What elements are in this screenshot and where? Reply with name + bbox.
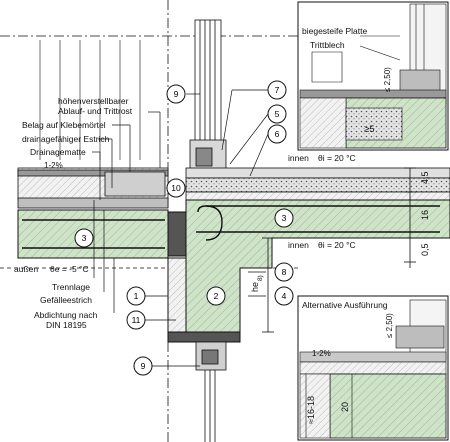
- svg-text:5: 5: [275, 109, 280, 119]
- inset-bottom-title: Alternative Ausführung: [302, 300, 388, 310]
- inset-bottom-dim16: ≈16-18: [306, 396, 316, 424]
- callouts: 9 7 5 6 10 3 3 2 8 4 1 11 9: [74, 80, 294, 376]
- svg-text:9: 9: [141, 361, 146, 371]
- interior-floor: [185, 167, 450, 201]
- label-ablauf-1: höhenverstellbarer: [58, 96, 129, 106]
- callout-6: 6: [267, 124, 287, 144]
- balcony-slab: [17, 209, 169, 259]
- inset-bottom-dim50: ≤ 2,50): [385, 313, 394, 338]
- callout-3-left: 3: [74, 228, 94, 248]
- svg-text:1: 1: [134, 291, 139, 301]
- label-abdichtung-1: Abdichtung nach: [34, 310, 98, 320]
- svg-text:9: 9: [174, 89, 179, 99]
- beam-insulation: [167, 257, 187, 337]
- label-innen-bottom: innen: [288, 240, 309, 250]
- svg-text:6: 6: [275, 129, 280, 139]
- beam-insulation-bottom: [167, 331, 241, 343]
- facade-glazing-upper: [189, 19, 227, 171]
- svg-text:8: 8: [282, 267, 287, 277]
- inset-top-plate: biegesteife Platte: [302, 26, 367, 36]
- label-he-sup: 8): [257, 275, 264, 281]
- svg-text:2: 2: [214, 291, 219, 301]
- facade-glazing-lower: [195, 341, 227, 442]
- svg-text:4: 4: [282, 291, 287, 301]
- inset-bottom: Alternative Ausführung 1-2% ≤ 2,50) ≈16-…: [297, 295, 449, 441]
- thermal-break: [167, 211, 187, 257]
- dim-4-5: 4,5: [420, 171, 430, 184]
- svg-text:7: 7: [275, 85, 280, 95]
- inset-top-dim5: ≥5: [364, 124, 375, 135]
- label-theta-i-bottom: θi = 20 °C: [318, 240, 356, 250]
- label-innen-top: innen: [288, 153, 309, 163]
- svg-text:10: 10: [171, 183, 181, 193]
- label-ablauf-2: Ablauf- und Trittrost: [58, 106, 133, 116]
- callout-9-bottom: 9: [133, 356, 153, 376]
- inset-bottom-dim20: 20: [340, 402, 350, 412]
- label-he: he: [250, 282, 260, 292]
- callout-11: 11: [126, 310, 146, 330]
- callout-10: 10: [166, 178, 186, 198]
- label-belag: Belag auf Klebemörtel: [22, 120, 106, 130]
- inset-bottom-slope: 1-2%: [312, 349, 331, 358]
- label-trennlage: Trennlage: [52, 282, 90, 292]
- dim-16: 16: [420, 210, 430, 220]
- callout-7: 7: [267, 80, 287, 100]
- dim-0-5: 0,5: [420, 243, 430, 256]
- leader-lines: [92, 89, 269, 367]
- callout-1: 1: [126, 286, 146, 306]
- label-theta-i-top: θi = 20 °C: [318, 153, 356, 163]
- label-gefaelle: Gefälleestrich: [40, 295, 92, 305]
- inset-top-tritt: Trittblech: [310, 40, 345, 50]
- balcony-buildup: [17, 167, 169, 209]
- label-estrich: drainagefähiger Estrich: [22, 134, 110, 144]
- svg-text:3: 3: [282, 213, 287, 223]
- callout-4: 4: [274, 286, 294, 306]
- svg-text:3: 3: [82, 233, 87, 243]
- label-abdichtung-2: DIN 18195: [46, 320, 87, 330]
- label-theta-e: θe = -5 °C: [50, 264, 89, 274]
- callout-5: 5: [267, 104, 287, 124]
- label-drainage: Drainagematte: [30, 147, 86, 157]
- callout-3-right: 3: [274, 208, 294, 228]
- dim-line-right: [404, 167, 416, 268]
- dim-line-he: [262, 237, 274, 333]
- callout-8: 8: [274, 262, 294, 282]
- inset-top: biegesteife Platte Trittblech ≤ 2,50) ≥5: [297, 1, 449, 151]
- callout-2: 2: [206, 286, 226, 306]
- label-slope-top: 1-2%: [44, 161, 63, 170]
- inset-top-dim50: ≤ 2,50): [383, 67, 392, 92]
- railing-lines: [39, 40, 141, 160]
- floor-slab: [185, 199, 450, 333]
- svg-text:11: 11: [132, 315, 141, 325]
- callout-9-top: 9: [166, 84, 186, 104]
- label-aussen: außen: [14, 264, 38, 274]
